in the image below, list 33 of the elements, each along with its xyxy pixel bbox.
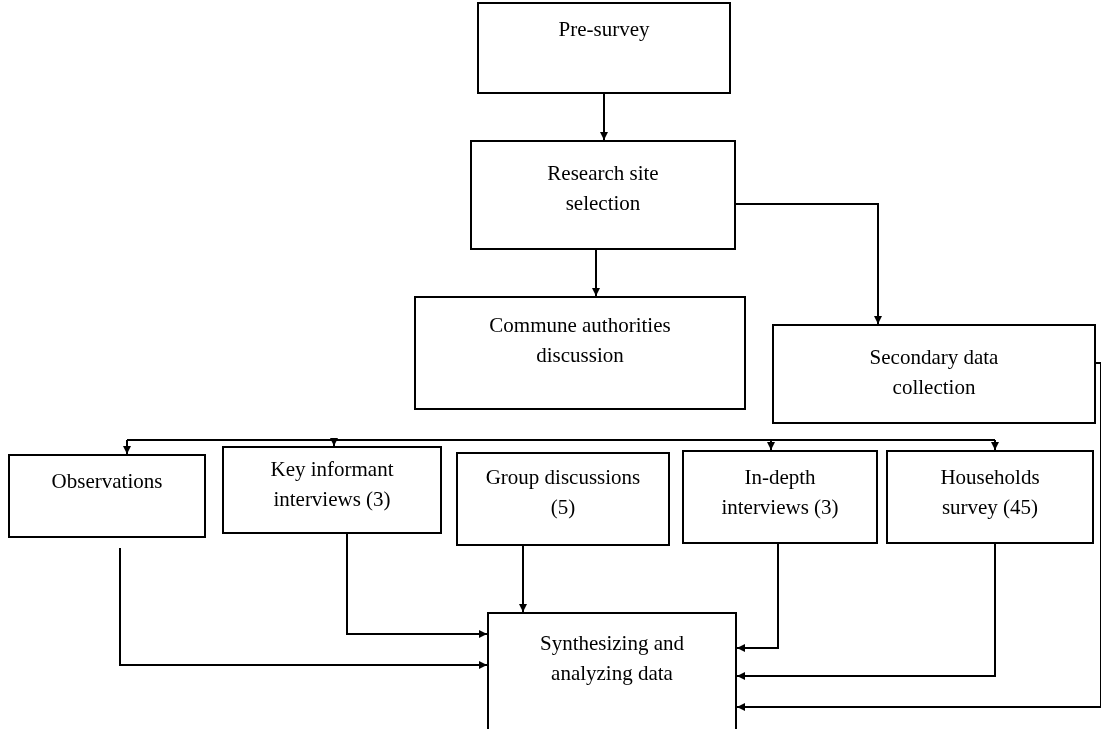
box-label: Research site selection bbox=[546, 160, 660, 217]
arrow bbox=[592, 249, 600, 297]
process-box bbox=[487, 612, 737, 729]
box-label: Pre-survey bbox=[558, 16, 650, 43]
box-label: Synthesizing and analyzing data bbox=[538, 630, 686, 687]
arrow bbox=[767, 439, 775, 451]
arrow bbox=[123, 439, 131, 455]
arrow bbox=[735, 203, 882, 325]
process-box bbox=[470, 140, 736, 250]
box-label: Commune authorities discussion bbox=[488, 312, 672, 369]
process-box bbox=[477, 2, 731, 94]
process-box bbox=[222, 446, 442, 534]
box-label: Group discussions (5) bbox=[484, 464, 642, 521]
arrow bbox=[346, 533, 488, 638]
process-box bbox=[886, 450, 1094, 544]
process-box bbox=[414, 296, 746, 410]
arrow bbox=[519, 545, 527, 613]
box-label: In-depth interviews (3) bbox=[720, 464, 840, 521]
box-label: Households survey (45) bbox=[939, 464, 1041, 521]
process-box bbox=[682, 450, 878, 544]
arrow bbox=[991, 439, 999, 451]
box-label: Secondary data collection bbox=[868, 344, 1000, 401]
arrow bbox=[600, 93, 608, 141]
box-label: Observations bbox=[51, 468, 163, 495]
process-box bbox=[8, 454, 206, 538]
box-label: Key informant interviews (3) bbox=[269, 456, 395, 513]
arrow bbox=[736, 543, 996, 680]
arrow bbox=[119, 547, 488, 669]
process-box bbox=[456, 452, 670, 546]
process-box bbox=[772, 324, 1096, 424]
arrow bbox=[736, 543, 779, 652]
arrow bbox=[330, 438, 338, 447]
arrow bbox=[736, 362, 1101, 711]
